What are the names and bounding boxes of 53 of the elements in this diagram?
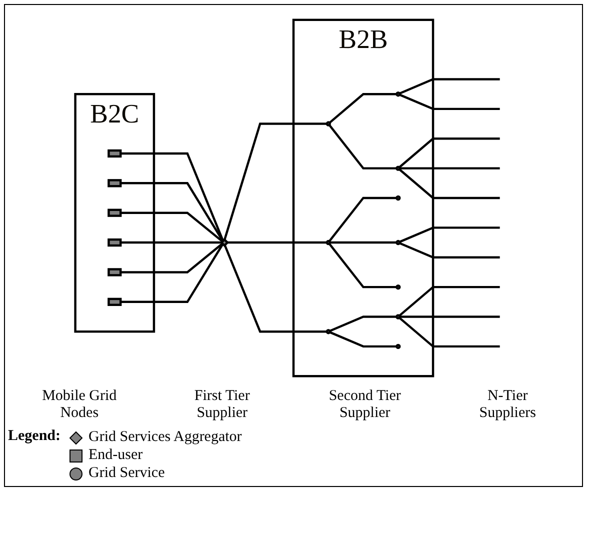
- connector-line: [226, 241, 327, 244]
- connector-line: [120, 243, 223, 274]
- group-caption: N-Tier Suppliers: [478, 388, 537, 422]
- legend-text: End-user: [88, 447, 143, 464]
- connector-line: [398, 138, 500, 168]
- service-circle: [396, 166, 401, 171]
- end-user-square: [108, 268, 122, 276]
- service-circle: [396, 240, 401, 246]
- service-circle: [396, 92, 401, 97]
- service-circle: [326, 121, 331, 126]
- connector-line: [224, 244, 327, 333]
- connector-line: [328, 196, 397, 242]
- end-user-square: [108, 149, 122, 158]
- legend-text: Grid Service: [88, 465, 165, 482]
- connector-line: [329, 331, 397, 348]
- connector-line: [400, 316, 500, 318]
- connector-line: [399, 78, 500, 95]
- connector-line: [398, 316, 500, 348]
- connector-line: [399, 242, 500, 258]
- connector-line: [120, 212, 223, 242]
- aggregator-diamond: [220, 238, 230, 248]
- service-circle: [396, 314, 401, 320]
- end-user-square: [108, 298, 122, 306]
- segment-panel: B2C: [74, 92, 156, 333]
- connector-line: [399, 94, 500, 110]
- group-caption: Second Tier Supplier: [328, 388, 402, 422]
- connector-line: [328, 243, 397, 288]
- connector-line: [399, 226, 500, 243]
- connector-line: [328, 124, 397, 170]
- connector-line: [120, 244, 224, 304]
- end-user-square: [108, 179, 122, 188]
- service-circle: [396, 344, 401, 350]
- legend-text: Grid Services Aggregator: [88, 429, 242, 446]
- service-circle: [326, 240, 331, 246]
- end-user-square: [108, 208, 122, 217]
- group-caption: First Tier Supplier: [193, 388, 251, 422]
- connector-line: [330, 241, 397, 244]
- connector-line: [400, 167, 500, 170]
- connector-line: [329, 316, 397, 332]
- end-user-square: [108, 238, 122, 247]
- group-caption: Mobile Grid Nodes: [41, 388, 118, 422]
- segment-panel: B2B: [292, 18, 434, 378]
- service-circle: [396, 284, 401, 290]
- service-circle: [396, 195, 401, 201]
- legend-heading: Legend:: [8, 428, 60, 446]
- connector-line: [223, 122, 327, 241]
- connector-line: [398, 286, 500, 317]
- connector-line: [120, 182, 224, 242]
- connector-line: [120, 152, 224, 241]
- connector-line: [328, 92, 397, 124]
- connector-line: [398, 168, 500, 200]
- connector-line: [120, 241, 221, 244]
- service-circle: [326, 329, 331, 334]
